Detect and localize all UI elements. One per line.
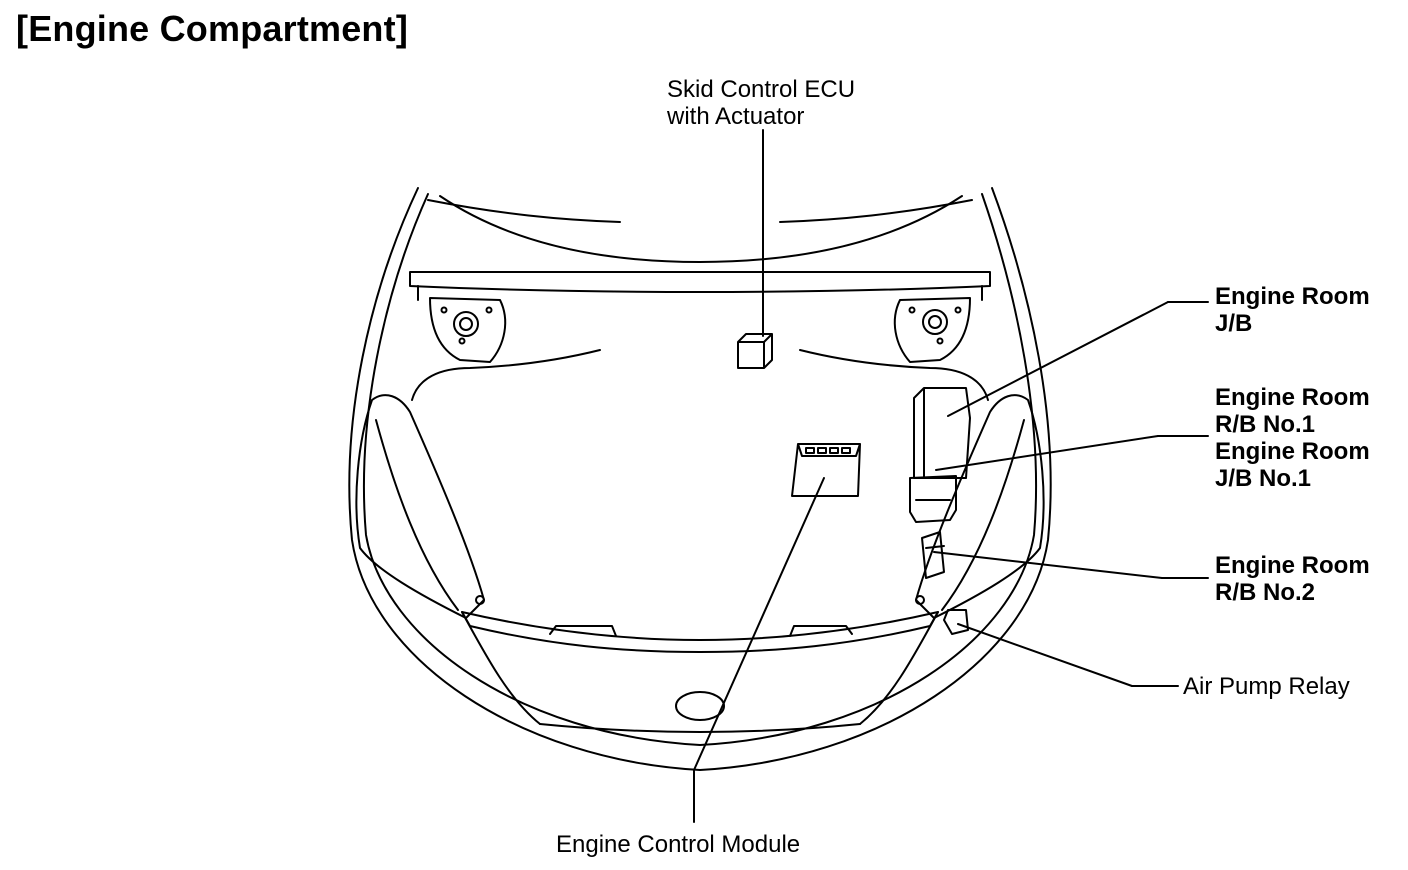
strut-tower-left xyxy=(429,297,507,363)
strut-tower-right xyxy=(893,297,971,363)
air-pump-relay-box xyxy=(943,609,969,635)
cowl-bar xyxy=(409,271,991,293)
firewall-curve xyxy=(439,195,963,263)
strut-mount-right-inner xyxy=(928,315,942,329)
tow-hook-cover xyxy=(675,691,725,721)
car-body-inner-outline xyxy=(363,193,1038,746)
headlight-left xyxy=(355,394,485,619)
label-engine-room-jb: Engine Room J/B xyxy=(1215,283,1370,337)
label-skid-control-ecu: Skid Control ECU with Actuator xyxy=(667,76,856,130)
radiator-support xyxy=(461,611,939,653)
firewall-inner xyxy=(427,199,621,223)
label-engine-room-rb2: Engine Room R/B No.2 xyxy=(1215,552,1370,606)
bracket-right xyxy=(789,625,853,637)
bracket-left xyxy=(549,625,617,637)
strut-mount-left-outer xyxy=(453,311,479,337)
headlight-right xyxy=(915,394,1045,619)
label-engine-room-rb1-jb1: Engine Room R/B No.1 Engine Room J/B No.… xyxy=(1215,384,1370,492)
car-body-outline xyxy=(348,187,1052,771)
engine-bay-outline xyxy=(411,349,601,401)
leader-engine-control-module xyxy=(693,477,825,771)
engine-room-rb1-box xyxy=(909,475,957,523)
label-engine-control-module: Engine Control Module xyxy=(556,831,801,858)
page-title: [Engine Compartment] xyxy=(16,8,409,49)
label-air-pump-relay: Air Pump Relay xyxy=(1183,673,1350,700)
engine-control-module-box xyxy=(791,443,861,497)
strut-mount-left-inner xyxy=(459,317,473,331)
strut-mount-right-outer xyxy=(922,309,948,335)
bumper-line xyxy=(461,611,541,725)
skid-control-ecu-box xyxy=(737,333,773,369)
engine-room-rb2-box xyxy=(921,531,945,579)
engine-room-jb-box xyxy=(913,387,971,479)
